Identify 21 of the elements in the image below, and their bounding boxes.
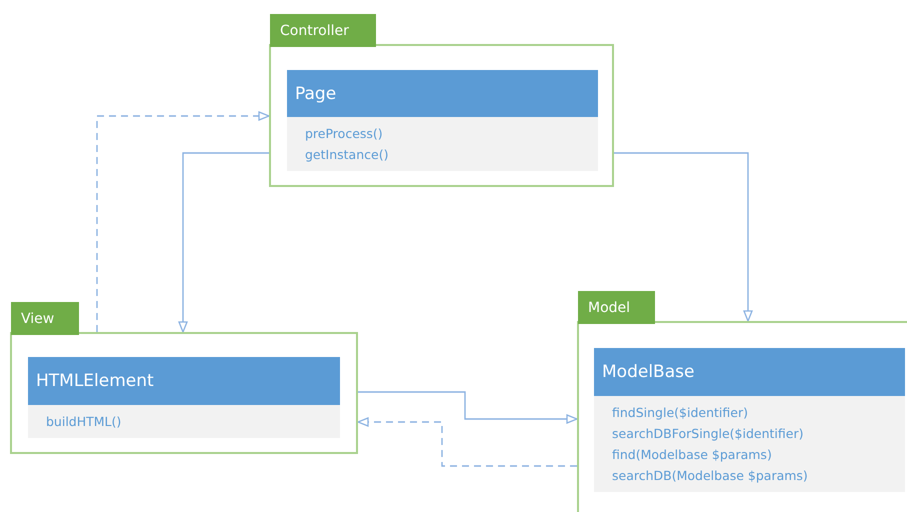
class-name: HTMLElement (28, 357, 340, 405)
method-name: searchDB(Modelbase $params) (612, 467, 809, 485)
package-tab: View (11, 302, 79, 335)
method-name: preProcess() (305, 125, 384, 143)
class-name: Page (287, 70, 598, 117)
class-box (594, 348, 905, 492)
connector-arrow (178, 152, 269, 333)
class-name: ModelBase (594, 348, 905, 396)
method-name: getInstance() (305, 146, 390, 164)
method-name: buildHTML() (46, 413, 122, 431)
connector-arrow (358, 391, 578, 424)
method-name: searchDBForSingle($identifier) (612, 425, 804, 443)
connector-arrow (614, 152, 753, 322)
method-name: findSingle($identifier) (612, 404, 749, 422)
class-box (28, 357, 340, 438)
package-tab: Controller (270, 14, 376, 47)
package-tab: Model (578, 291, 655, 324)
connector-arrow (96, 111, 270, 332)
method-name: find(Modelbase $params) (612, 446, 773, 464)
class-box (287, 70, 598, 171)
connector-arrow (357, 417, 577, 467)
